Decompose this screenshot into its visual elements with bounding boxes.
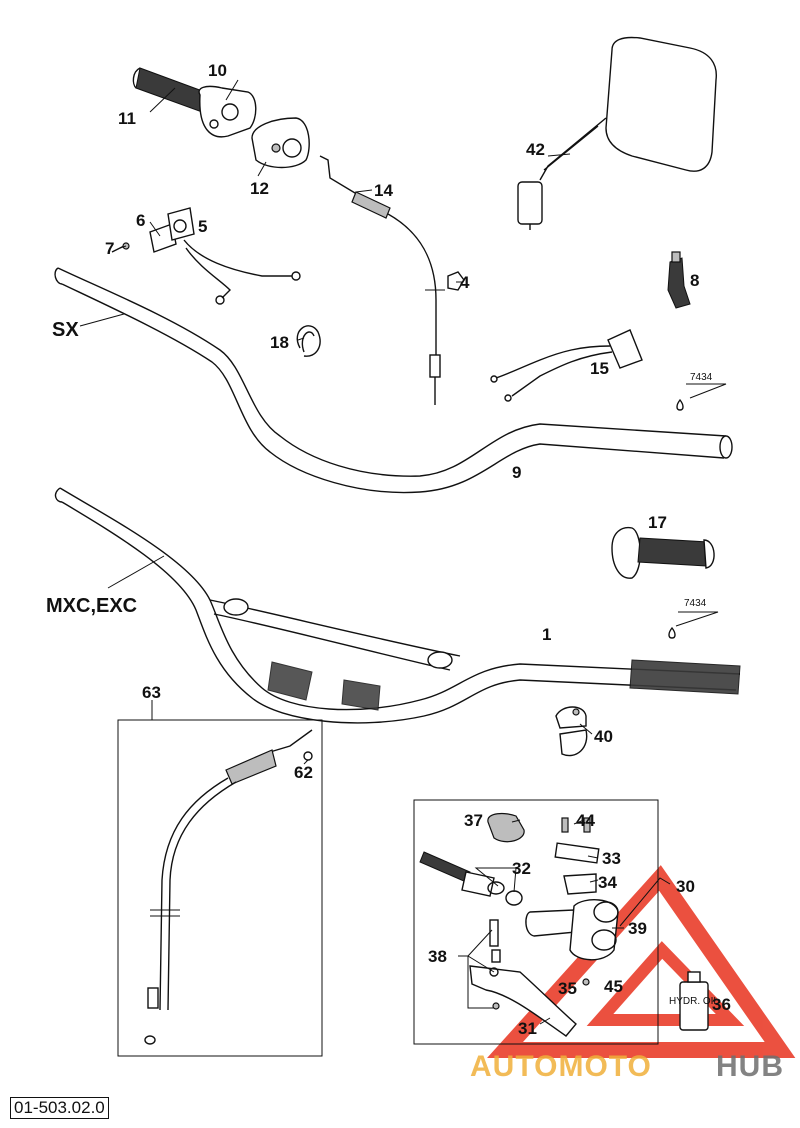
label-15: 15 xyxy=(590,359,609,378)
label-33: 33 xyxy=(602,849,621,868)
throttle-housing-part xyxy=(251,117,310,169)
watermark-hub: HUB xyxy=(716,1050,784,1083)
label-18: 18 xyxy=(270,333,289,352)
label-4: 4 xyxy=(460,273,470,292)
label-34: 34 xyxy=(598,873,617,892)
label-35: 35 xyxy=(558,979,577,998)
watermark-triangle-logo xyxy=(487,865,796,1058)
label-sx: SX xyxy=(52,319,79,341)
label-8: 8 xyxy=(690,271,699,290)
nut-part xyxy=(447,271,465,291)
light-switch-part xyxy=(490,329,643,402)
part-labels: 10 11 12 14 6 5 7 4 42 8 SX 18 15 7434 9… xyxy=(46,61,731,1038)
label-30: 30 xyxy=(676,877,695,896)
label-32: 32 xyxy=(512,859,531,878)
hot-start-cable-part xyxy=(144,729,313,1045)
label-44: 44 xyxy=(576,811,595,830)
label-1: 1 xyxy=(542,625,551,644)
mxc-exc-handlebar-part xyxy=(54,487,741,724)
label-31: 31 xyxy=(518,1019,537,1038)
label-37: 37 xyxy=(464,811,483,830)
label-39: 39 xyxy=(628,919,647,938)
label-9: 9 xyxy=(512,463,521,482)
clutch-kit-frame xyxy=(413,799,659,1045)
sx-handlebar-part xyxy=(54,267,733,494)
label-10: 10 xyxy=(208,61,227,80)
label-7: 7 xyxy=(105,239,114,258)
hot-start-kit-frame xyxy=(117,719,323,1057)
clutch-assembly-part xyxy=(419,812,619,1037)
label-17: 17 xyxy=(648,513,667,532)
diagram-code: 01-503.02.0 xyxy=(10,1097,109,1119)
mirror-part xyxy=(517,36,717,230)
loctite-drop-icon xyxy=(676,398,684,411)
handlebar-grip-part xyxy=(611,526,715,579)
clamp-part xyxy=(555,706,588,757)
label-42: 42 xyxy=(526,140,545,159)
label-36: 36 xyxy=(712,995,731,1014)
cable-strap-part xyxy=(296,325,321,357)
throttle-cable-part xyxy=(319,155,445,405)
label-5: 5 xyxy=(198,217,207,236)
label-7434-mxc: 7434 xyxy=(684,598,707,609)
leader-lines xyxy=(79,79,727,1025)
label-63: 63 xyxy=(142,683,161,702)
label-11: 11 xyxy=(118,109,136,128)
label-40: 40 xyxy=(594,727,613,746)
watermark-automoto: AUTOMOTO xyxy=(470,1050,652,1083)
watermark-text: AUTOMOTO HUB xyxy=(470,1050,784,1083)
kill-switch-part xyxy=(111,207,301,305)
oil-bottle-part: HYDR. OIL xyxy=(669,971,719,1031)
label-12: 12 xyxy=(250,179,269,198)
loctite-bottle-part xyxy=(667,251,691,309)
label-38: 38 xyxy=(428,947,447,966)
label-6: 6 xyxy=(136,211,145,230)
oil-bottle-text: HYDR. OIL xyxy=(669,996,719,1007)
loctite-drop-icon xyxy=(668,626,676,639)
label-7434-sx: 7434 xyxy=(690,372,713,383)
throttle-grip-part xyxy=(132,67,257,138)
label-45: 45 xyxy=(604,977,623,996)
label-62: 62 xyxy=(294,763,313,782)
label-mxc-exc: MXC,EXC xyxy=(46,595,137,617)
label-14: 14 xyxy=(374,181,393,200)
